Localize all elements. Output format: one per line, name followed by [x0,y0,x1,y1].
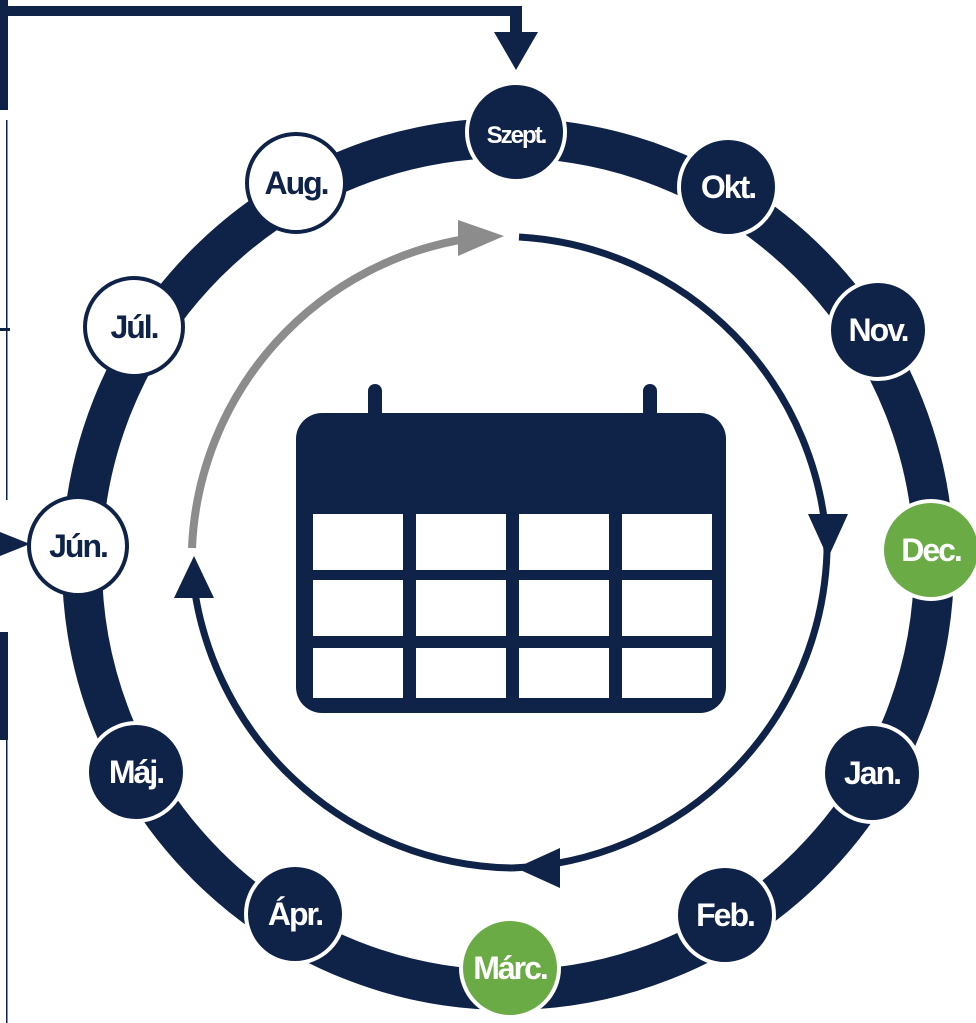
month-circle [821,722,923,824]
calendar-cell [519,580,609,636]
month-node: Máj. [85,721,187,823]
month-nodes: Szept. Okt. Nov. Dec. Jan. Feb. Márc. Ápr. Máj. J… [27,81,976,1019]
calendar-cell [519,514,609,570]
month-label: Feb. [696,897,754,933]
calendar-cell [519,648,609,698]
month-node: Aug. [245,132,347,234]
month-label: Okt. [701,169,755,205]
month-node: Jan. [821,722,923,824]
month-circle [27,495,129,597]
arrow-dec-to-marc [511,551,831,872]
calendar-cell [622,648,712,698]
frame-top-connector [0,6,522,16]
month-node: Okt. [677,136,779,238]
month-node: Szept. [465,81,567,183]
calendar-body [296,413,726,713]
arrow-jun-to-sept [188,234,473,549]
frame-left-line-upper [6,120,8,500]
frame-left-tick [0,328,10,331]
frame-left-arrowhead [0,532,30,556]
calendar-cell [416,580,506,636]
calendar-cell [313,580,403,636]
frame-left-line-lower [6,740,8,1023]
calendar-cell [416,514,506,570]
frame-top-arrowhead [494,32,538,70]
flow-arrows [174,220,848,888]
month-node: Dec. [880,499,976,601]
month-label: Szept. [487,122,547,149]
arrow-marc-to-jun-head [174,556,214,598]
month-node: Ápr. [244,863,346,965]
month-circle [459,917,561,1019]
month-label: Aug. [264,165,327,201]
month-circle [674,864,776,966]
month-circle [880,499,976,601]
month-circle [465,81,567,183]
frame-top-drop [510,6,522,36]
frame-bottom-left-bar [0,632,8,740]
month-circle [677,136,779,238]
arrow-dec-to-marc-head [516,848,560,888]
connector-frame [0,0,538,1023]
month-label: Nov. [849,312,908,348]
month-label: Jún. [49,528,107,564]
month-label: Máj. [109,754,163,790]
calendar-cell [416,648,506,698]
frame-top-left-bar [0,0,8,110]
month-label: Márc. [473,950,547,986]
month-node: Feb. [674,864,776,966]
arrow-jun-to-sept-head [458,220,504,256]
calendar-cell [622,580,712,636]
month-node: Jún. [27,495,129,597]
month-circle [85,721,187,823]
arrow-marc-to-jun [188,567,513,872]
arrow-sept-to-dec [518,233,831,553]
arrow-sept-to-dec-head [808,514,848,558]
month-circle [827,279,929,381]
month-label: Dec. [901,532,961,568]
month-label: Ápr. [268,896,322,932]
calendar-cell [313,514,403,570]
month-circle [83,276,185,378]
month-circle [245,132,347,234]
calendar-cell [622,514,712,570]
month-node: Márc. [459,917,561,1019]
calendar-icon [296,384,726,713]
month-circle [244,863,346,965]
calendar-cell [313,648,403,698]
calendar-grid [313,514,712,698]
month-node: Nov. [827,279,929,381]
month-label: Júl. [110,309,157,345]
month-node: Júl. [83,276,185,378]
month-label: Jan. [844,755,900,791]
